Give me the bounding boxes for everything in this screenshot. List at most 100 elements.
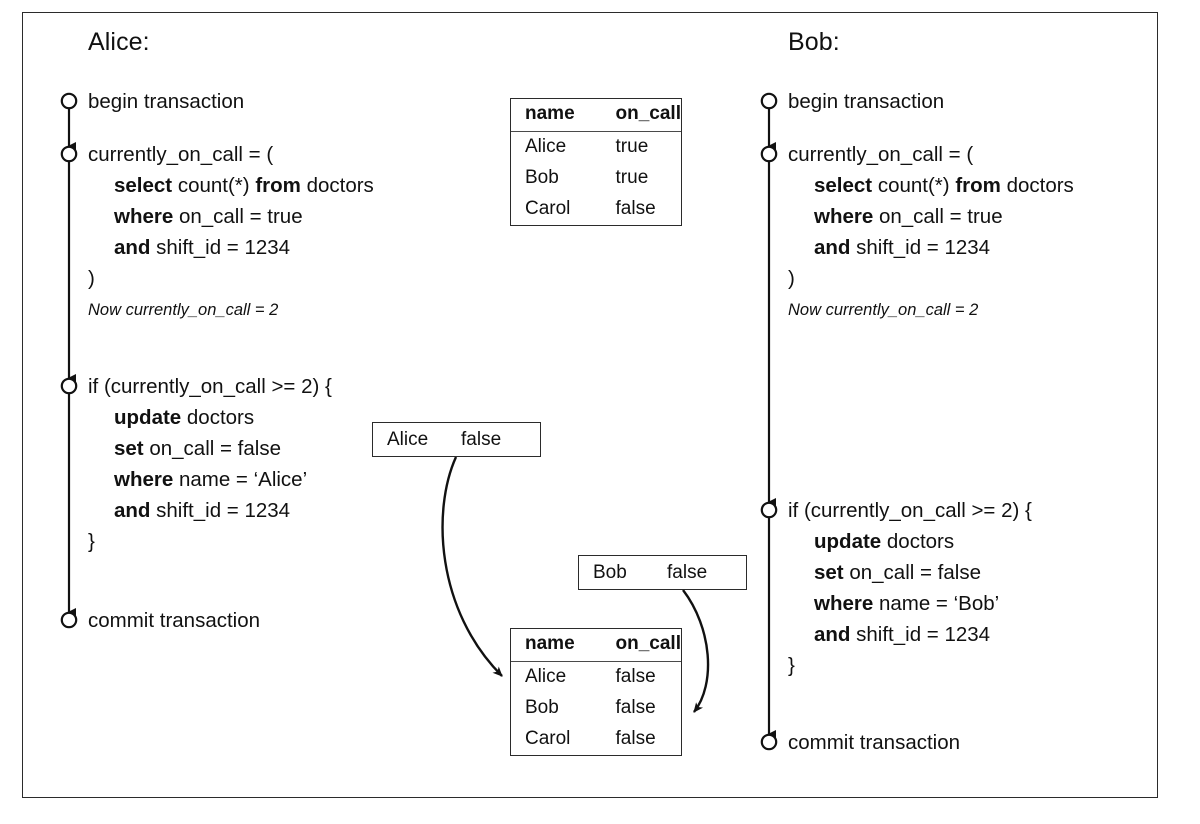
kw-and: and (114, 236, 151, 259)
table-row: Alice true (511, 132, 681, 164)
table-final-state: name on_call Alice false Bob false Carol… (510, 628, 682, 756)
table-final-header-name: name (511, 629, 602, 662)
bob-query-line2-rest2: doctors (1000, 174, 1074, 197)
alice-commit-text: commit transaction (88, 609, 261, 632)
alice-if-line5: and shift_id = 1234 (88, 495, 332, 526)
bob-query-line3-rest: on_call = true (873, 205, 1003, 228)
bob-query-line4: and shift_id = 1234 (788, 232, 1074, 263)
bob-step-begin: begin transaction (788, 86, 944, 117)
update-rowbox-alice-name: Alice (387, 428, 429, 450)
alice-query-line2: select count(*) from doctors (88, 170, 374, 201)
bob-if-line2: update doctors (788, 526, 1032, 557)
bob-if-line5-rest: shift_id = 1234 (850, 623, 991, 646)
table-final-r2-oncall: false (615, 728, 656, 749)
table-final-r0-name: Alice (525, 666, 567, 687)
bob-if-line3-rest: on_call = false (843, 561, 981, 584)
kw-select: select (114, 174, 173, 197)
alice-step-query: currently_on_call = ( select count(*) fr… (88, 139, 374, 294)
alice-query-line2-rest2: doctors (300, 174, 374, 197)
kw-where: where (814, 205, 874, 228)
table-initial-header-oncall: on_call (601, 99, 681, 132)
bob-if-line3: set on_call = false (788, 557, 1032, 588)
table-final-r0-oncall: false (615, 666, 656, 687)
kw-update: update (814, 530, 882, 553)
bob-query-line1: currently_on_call = ( (788, 143, 974, 166)
table-row: Alice false (511, 662, 681, 694)
table-row: Bob false (511, 693, 681, 724)
kw-where: where (814, 592, 874, 615)
alice-query-line2-rest: count(*) (172, 174, 256, 197)
kw-and: and (114, 499, 151, 522)
table-initial-r1-oncall: true (615, 167, 649, 188)
update-rowbox-alice: Alice false (372, 422, 541, 457)
table-initial-r0-name: Alice (525, 136, 567, 157)
table-row: Carol false (511, 724, 681, 755)
bob-query-line2: select count(*) from doctors (788, 170, 1074, 201)
table-initial-r0-oncall: true (615, 136, 649, 157)
table-row: Carol false (511, 194, 681, 225)
bob-if-line6: } (788, 654, 795, 677)
alice-begin-text: begin transaction (88, 90, 245, 113)
alice-step-commit: commit transaction (88, 605, 260, 636)
kw-where: where (114, 205, 174, 228)
kw-where: where (114, 468, 174, 491)
kw-set: set (814, 561, 844, 584)
alice-if-line5-rest: shift_id = 1234 (150, 499, 291, 522)
kw-and: and (814, 236, 851, 259)
table-initial-header-name: name (511, 99, 602, 132)
alice-step-begin: begin transaction (88, 86, 244, 117)
table-header-row: name on_call (511, 629, 681, 662)
table-initial-r2-oncall: false (615, 198, 656, 219)
update-rowbox-bob-value: false (667, 561, 708, 583)
table-row: Bob true (511, 163, 681, 194)
bob-note: Now currently_on_call = 2 (788, 301, 979, 319)
update-rowbox-bob-name: Bob (593, 561, 627, 583)
alice-query-line3: where on_call = true (88, 201, 374, 232)
kw-select: select (814, 174, 873, 197)
bob-if-line4-rest: name = ‘Bob’ (873, 592, 1000, 615)
bob-if-line5: and shift_id = 1234 (788, 619, 1032, 650)
bob-step-commit: commit transaction (788, 727, 960, 758)
bob-query-line4-rest: shift_id = 1234 (850, 236, 991, 259)
alice-query-line3-rest: on_call = true (173, 205, 303, 228)
table-final-header-oncall: on_call (601, 629, 681, 662)
table-header-row: name on_call (511, 99, 681, 132)
update-rowbox-bob: Bob false (578, 555, 747, 590)
table-initial-r2-name: Carol (525, 198, 571, 219)
bob-commit-text: commit transaction (788, 731, 961, 754)
kw-update: update (114, 406, 182, 429)
alice-if-line2: update doctors (88, 402, 332, 433)
bob-begin-text: begin transaction (788, 90, 945, 113)
kw-set: set (114, 437, 144, 460)
actor-title-alice: Alice: (88, 28, 150, 56)
alice-if-line1: if (currently_on_call >= 2) { (88, 375, 332, 398)
alice-query-line1: currently_on_call = ( (88, 143, 274, 166)
alice-if-line3-rest: on_call = false (143, 437, 281, 460)
bob-if-line1: if (currently_on_call >= 2) { (788, 499, 1032, 522)
alice-step-if: if (currently_on_call >= 2) { update doc… (88, 371, 332, 557)
kw-from: from (955, 174, 1001, 197)
kw-and: and (814, 623, 851, 646)
bob-query-line5: ) (788, 267, 795, 290)
alice-query-line5: ) (88, 267, 95, 290)
table-initial-state: name on_call Alice true Bob true Carol f… (510, 98, 682, 226)
table-initial-r1-name: Bob (525, 167, 559, 188)
alice-if-line4-rest: name = ‘Alice’ (173, 468, 308, 491)
bob-query-line2-rest: count(*) (872, 174, 956, 197)
alice-query-line4: and shift_id = 1234 (88, 232, 374, 263)
bob-if-line4: where name = ‘Bob’ (788, 588, 1032, 619)
table-final-r1-name: Bob (525, 697, 559, 718)
alice-note: Now currently_on_call = 2 (88, 301, 279, 319)
table-final-r2-name: Carol (525, 728, 571, 749)
bob-query-line3: where on_call = true (788, 201, 1074, 232)
bob-step-query: currently_on_call = ( select count(*) fr… (788, 139, 1074, 294)
alice-if-line3: set on_call = false (88, 433, 332, 464)
bob-step-if: if (currently_on_call >= 2) { update doc… (788, 495, 1032, 681)
alice-if-line2-rest: doctors (181, 406, 255, 429)
update-rowbox-alice-value: false (461, 428, 502, 450)
alice-if-line6: } (88, 530, 95, 553)
kw-from: from (255, 174, 301, 197)
bob-if-line2-rest: doctors (881, 530, 955, 553)
actor-title-bob: Bob: (788, 28, 840, 56)
